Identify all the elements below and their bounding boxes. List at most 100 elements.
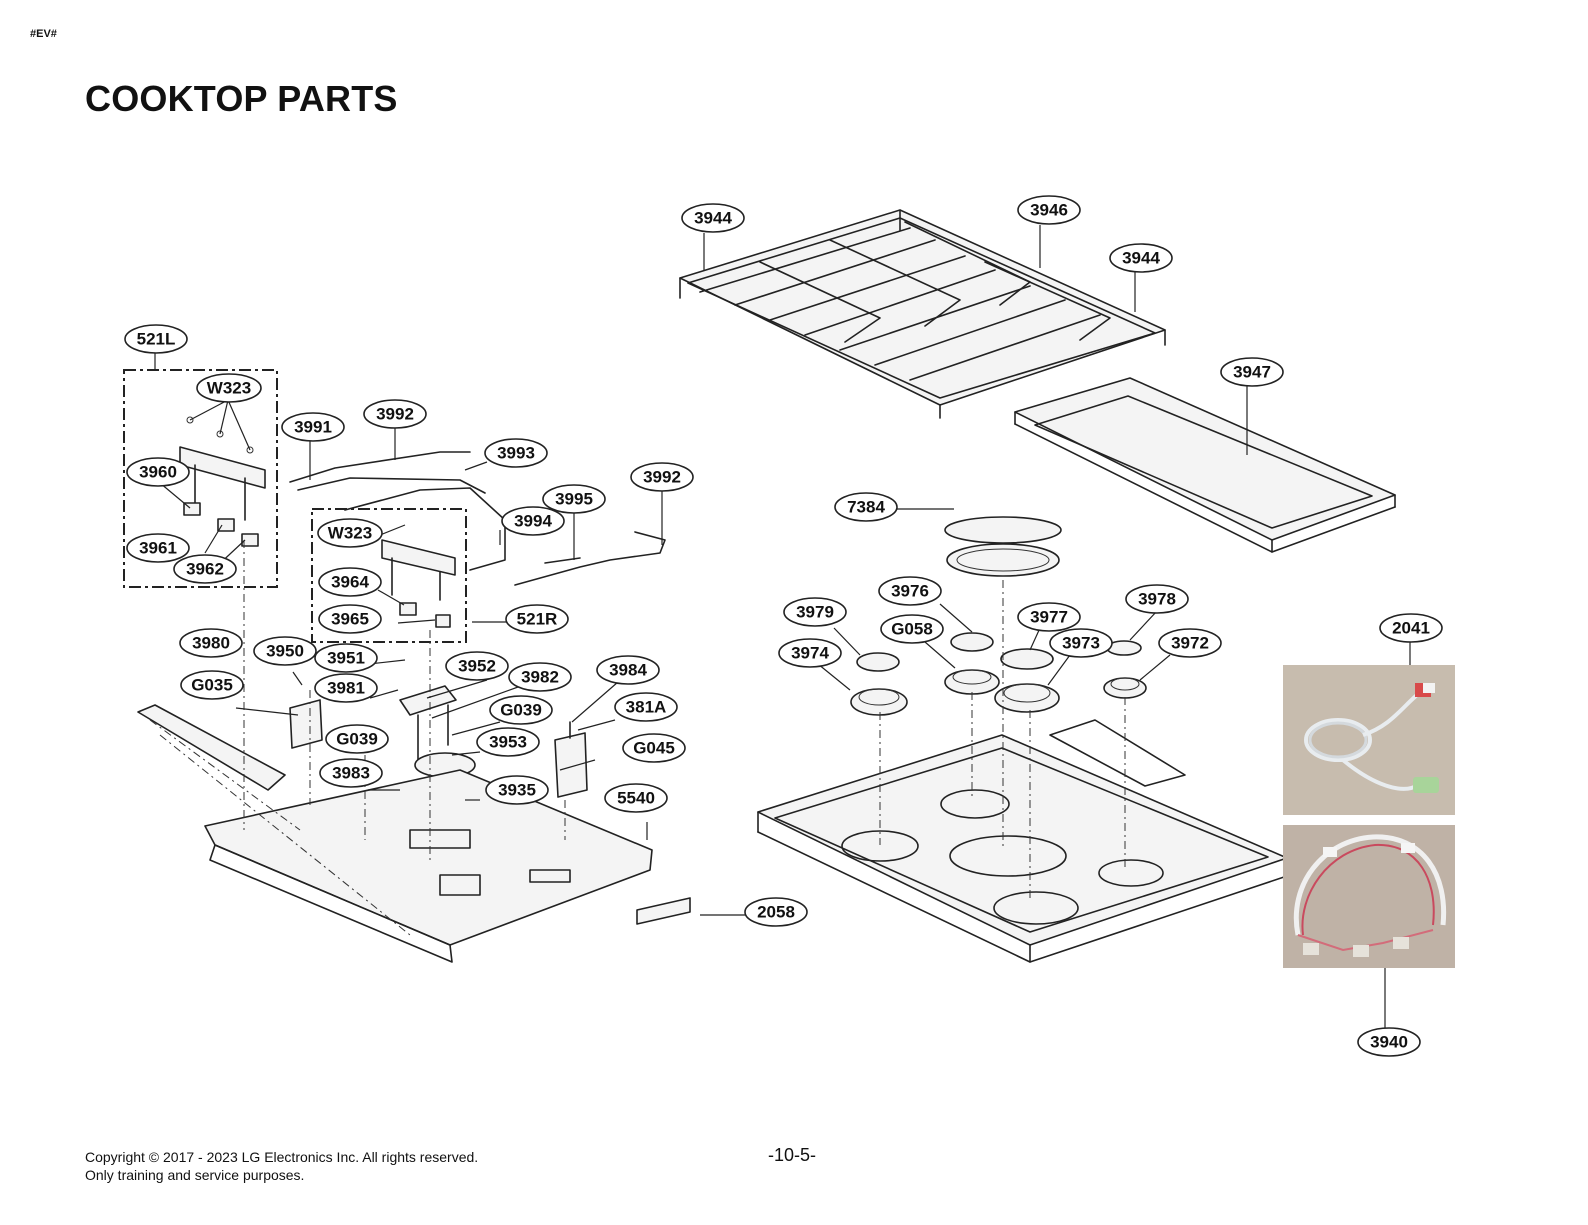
callout-3974: 3974 <box>778 638 842 668</box>
svg-text:521L: 521L <box>137 330 176 349</box>
svg-text:3973: 3973 <box>1062 634 1100 653</box>
callout-3952: 3952 <box>445 651 509 681</box>
burner-caps <box>850 516 1147 716</box>
callout-3935: 3935 <box>485 775 549 805</box>
callout-3993: 3993 <box>484 438 548 468</box>
leader-lines <box>154 225 1411 1030</box>
gas-tubes <box>289 451 666 586</box>
callout-3982: 3982 <box>508 662 572 692</box>
callout-3992-right: 3992 <box>630 462 694 492</box>
callout-521R: 521R <box>505 604 569 634</box>
svg-text:7384: 7384 <box>847 498 885 517</box>
svg-text:3940: 3940 <box>1370 1033 1408 1052</box>
callout-2058: 2058 <box>744 897 808 927</box>
document-tag: #EV# <box>30 28 57 40</box>
svg-text:G045: G045 <box>633 739 675 758</box>
svg-text:3974: 3974 <box>791 644 829 663</box>
wire-harness-photo-2041 <box>1283 665 1455 815</box>
callout-G058: G058 <box>880 614 944 644</box>
callout-3940: 3940 <box>1357 1027 1421 1057</box>
callout-3991: 3991 <box>281 412 345 442</box>
callout-7384: 7384 <box>834 492 898 522</box>
svg-text:3977: 3977 <box>1030 608 1068 627</box>
svg-text:3950: 3950 <box>266 642 304 661</box>
svg-text:3993: 3993 <box>497 444 535 463</box>
copyright-line-2: Only training and service purposes. <box>85 1167 305 1183</box>
svg-text:G058: G058 <box>891 620 933 639</box>
callout-G039-left: G039 <box>325 724 389 754</box>
svg-text:3983: 3983 <box>332 764 370 783</box>
svg-text:3962: 3962 <box>186 560 224 579</box>
svg-text:5540: 5540 <box>617 789 655 808</box>
callout-G045: G045 <box>622 733 686 763</box>
svg-text:2058: 2058 <box>757 903 795 922</box>
cooktop-pan <box>757 719 1288 963</box>
svg-text:3995: 3995 <box>555 490 593 509</box>
callout-3953: 3953 <box>476 727 540 757</box>
svg-text:3947: 3947 <box>1233 363 1271 382</box>
callout-3994: 3994 <box>501 506 565 536</box>
page-title: COOKTOP PARTS <box>85 78 398 119</box>
svg-text:3994: 3994 <box>514 512 552 531</box>
callout-3950: 3950 <box>253 636 317 666</box>
callout-labels: 3944 3946 3944 3947 521L W323 3991 3992 … <box>124 195 1443 1057</box>
svg-text:3984: 3984 <box>609 661 647 680</box>
callout-3978: 3978 <box>1125 584 1189 614</box>
callout-3944-right: 3944 <box>1109 243 1173 273</box>
callout-3992-left: 3992 <box>363 399 427 429</box>
svg-text:3944: 3944 <box>694 209 732 228</box>
callout-3961: 3961 <box>126 533 190 563</box>
callout-3947: 3947 <box>1220 357 1284 387</box>
svg-text:3965: 3965 <box>331 610 369 629</box>
svg-text:3978: 3978 <box>1138 590 1176 609</box>
callout-3977: 3977 <box>1017 602 1081 632</box>
svg-text:3946: 3946 <box>1030 201 1068 220</box>
copyright-notice: Copyright © 2017 - 2023 LG Electronics I… <box>85 1148 478 1184</box>
callout-3981: 3981 <box>314 673 378 703</box>
wire-harness-photo-3940 <box>1283 825 1455 968</box>
svg-text:3976: 3976 <box>891 582 929 601</box>
svg-text:G039: G039 <box>500 701 542 720</box>
svg-text:3960: 3960 <box>139 463 177 482</box>
svg-text:W323: W323 <box>328 524 372 543</box>
svg-text:3981: 3981 <box>327 679 365 698</box>
svg-text:G035: G035 <box>191 676 233 695</box>
svg-text:381A: 381A <box>626 698 667 717</box>
copyright-line-1: Copyright © 2017 - 2023 LG Electronics I… <box>85 1149 479 1165</box>
svg-text:2041: 2041 <box>1392 619 1430 638</box>
callout-3972: 3972 <box>1158 628 1222 658</box>
callout-G039-right: G039 <box>489 695 553 725</box>
svg-text:3952: 3952 <box>458 657 496 676</box>
svg-text:3953: 3953 <box>489 733 527 752</box>
callout-W323-right: W323 <box>317 518 383 548</box>
svg-text:3992: 3992 <box>643 468 681 487</box>
svg-text:3991: 3991 <box>294 418 332 437</box>
callout-521L: 521L <box>124 324 188 354</box>
svg-text:3982: 3982 <box>521 668 559 687</box>
callout-G035: G035 <box>180 670 244 700</box>
griddle <box>1014 377 1396 553</box>
callout-381A: 381A <box>614 692 678 722</box>
callout-2041: 2041 <box>1379 613 1443 643</box>
callout-3960: 3960 <box>126 457 190 487</box>
cooktop-grates <box>679 209 1166 419</box>
callout-3973: 3973 <box>1049 628 1113 658</box>
page-number: -10-5- <box>768 1145 817 1165</box>
callout-3944-left: 3944 <box>681 203 745 233</box>
svg-text:3972: 3972 <box>1171 634 1209 653</box>
burner-box-base <box>137 704 691 963</box>
callout-3964: 3964 <box>318 567 382 597</box>
callout-W323-left: W323 <box>196 373 262 403</box>
svg-text:3961: 3961 <box>139 539 177 558</box>
valve-assembly-right <box>311 508 467 643</box>
svg-text:3992: 3992 <box>376 405 414 424</box>
callout-3995: 3995 <box>542 484 606 514</box>
callout-3983: 3983 <box>319 758 383 788</box>
callout-3979: 3979 <box>783 597 847 627</box>
callout-3984: 3984 <box>596 655 660 685</box>
svg-text:W323: W323 <box>207 379 251 398</box>
callout-3946: 3946 <box>1017 195 1081 225</box>
svg-text:3980: 3980 <box>192 634 230 653</box>
svg-text:3944: 3944 <box>1122 249 1160 268</box>
